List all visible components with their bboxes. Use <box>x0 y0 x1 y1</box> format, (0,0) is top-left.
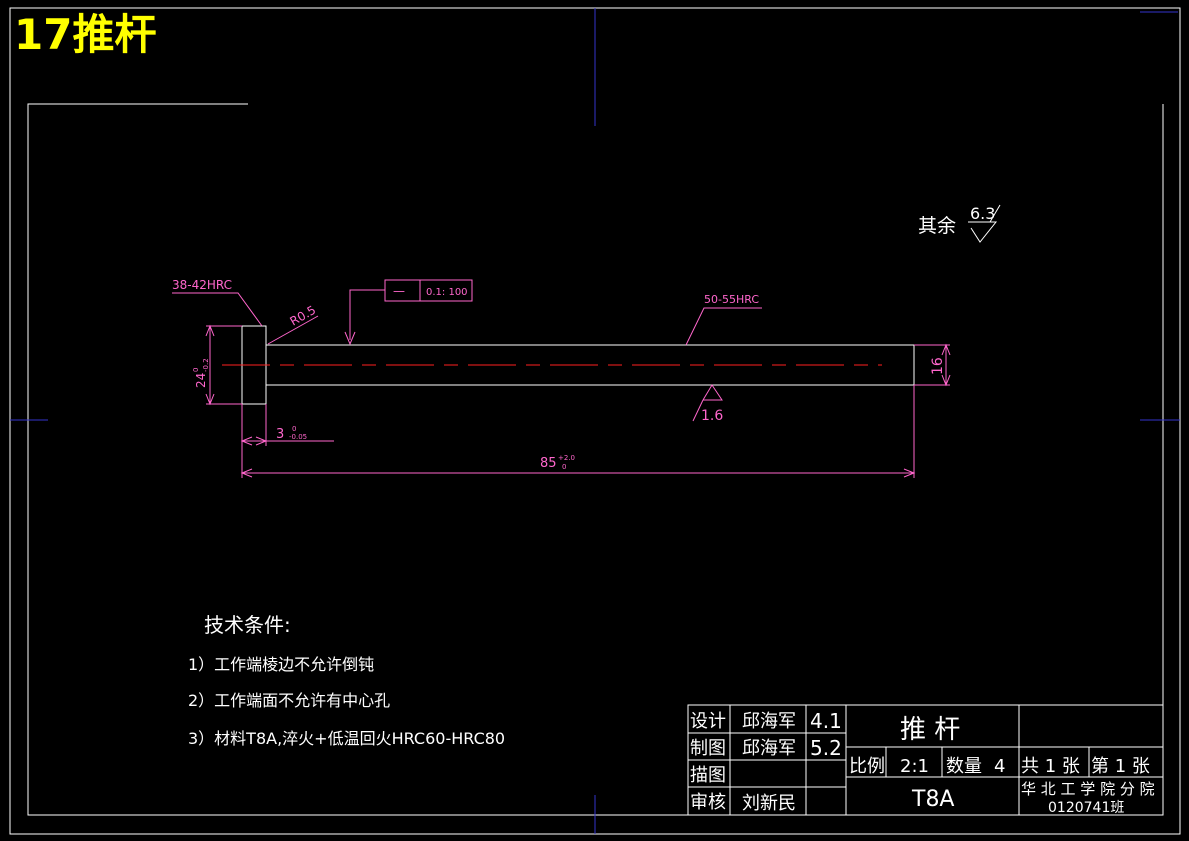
head-thickness-label: 3 <box>276 427 284 442</box>
head-thickness-tol-lower: -0.05 <box>289 433 307 441</box>
tb-part-name: 推 杆 <box>900 715 960 745</box>
drawing-frame-left <box>27 103 688 816</box>
sheet-outer-border <box>9 7 1181 835</box>
tb-qty-label: 数量 <box>946 756 982 777</box>
surface-finish-label: 其余 <box>918 215 956 237</box>
tb-material: T8A <box>911 787 955 812</box>
tb-qty-value: 4 <box>994 756 1005 777</box>
tech-note-1: 1）工作端棱边不允许倒钝 <box>188 655 374 674</box>
tech-notes: 技术条件: 1）工作端棱边不允许倒钝 2）工作端面不允许有中心孔 3）材料T8A… <box>188 613 505 748</box>
head-diameter-label: 24 <box>194 373 208 388</box>
part-shaft <box>266 344 915 386</box>
head-diameter-tol-lower: -0.2 <box>202 358 210 372</box>
center-marks <box>10 8 1180 834</box>
tech-note-2: 2）工作端面不允许有中心孔 <box>188 691 390 710</box>
dimension-lines <box>172 279 951 478</box>
overall-length-label: 85 <box>540 456 557 471</box>
tb-role-1: 设计 <box>690 711 726 732</box>
tb-role-3: 描图 <box>690 765 726 786</box>
surface-finish-symbol <box>968 221 998 243</box>
shaft-diameter-label: 16 <box>930 357 946 375</box>
head-hardness-label: 38-42HRC <box>172 278 232 292</box>
page-title: 17推杆 <box>14 10 157 59</box>
head-diameter-tol-upper: 0 <box>192 368 200 372</box>
tb-scale-value: 2:1 <box>900 756 929 777</box>
surface-finish-value: 6.3 <box>970 204 995 223</box>
tb-drawing-no: 0120741班 <box>1048 800 1124 816</box>
tb-date-1: 4.1 <box>810 709 842 733</box>
tb-name-1: 邱海军 <box>742 711 796 732</box>
tb-scale-label: 比例 <box>849 756 885 777</box>
tb-sheets: 共 1 张 <box>1021 756 1080 777</box>
tb-sheet-no: 第 1 张 <box>1091 756 1150 777</box>
tech-notes-heading: 技术条件: <box>204 613 291 637</box>
overall-length-tol-lower: 0 <box>562 463 566 471</box>
overall-length-tol-upper: +2.0 <box>558 454 575 462</box>
surface-finish-tail <box>989 204 1001 223</box>
shaft-roughness-label: 1.6 <box>701 408 723 424</box>
tb-school: 华 北 工 学 院 分 院 <box>1021 780 1155 798</box>
tb-role-2: 制图 <box>690 738 726 759</box>
tb-date-2: 5.2 <box>810 736 842 760</box>
flatness-value: 0.1: 100 <box>426 287 468 298</box>
tb-role-4: 审核 <box>690 792 726 813</box>
head-thickness-tol-upper: 0 <box>292 425 296 433</box>
dimension-texts: 38-42HRC R0.5 — 0.1: 100 50-55HRC 24 0 -… <box>172 278 946 471</box>
title-block: 设计 邱海军 4.1 制图 邱海军 5.2 描图 审核 刘新民 推 杆 比例 2… <box>687 704 1164 816</box>
tb-name-2: 邱海军 <box>742 738 796 759</box>
flatness-symbol: — <box>393 284 405 298</box>
tb-name-4: 刘新民 <box>742 793 796 814</box>
shaft-hardness-label: 50-55HRC <box>704 293 759 306</box>
tech-note-3: 3）材料T8A,淬火+低温回火HRC60-HRC80 <box>188 729 505 748</box>
